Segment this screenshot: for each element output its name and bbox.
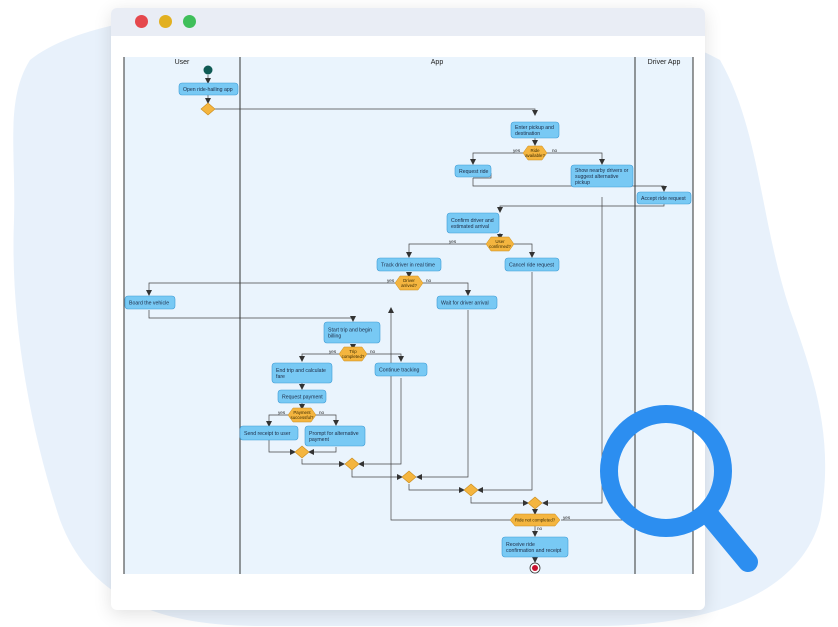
decision-label: Trip [349, 349, 357, 354]
edge-label-no: no [537, 526, 543, 531]
edge-label-no: no [552, 148, 558, 153]
node-label: Wait for driver arrival [441, 300, 489, 306]
node-request-ride: Request ride [454, 164, 492, 178]
lane-title-driver-app: Driver App [648, 59, 681, 66]
node-cancel-request: Cancel ride request [504, 257, 560, 272]
node-label: fare [276, 374, 285, 380]
maximize-window-button[interactable] [183, 15, 196, 28]
node-label: Request payment [282, 394, 323, 400]
node-label: Send receipt to user [244, 431, 291, 437]
edge-label-yes: yes [513, 148, 521, 153]
node-label: destination [515, 131, 540, 137]
end-node [529, 562, 541, 574]
node-label: Track driver in real time [381, 262, 435, 268]
node-label: estimated arrival [451, 224, 489, 230]
node-label: Enter pickup and [515, 125, 554, 131]
merge-diamond [527, 496, 543, 510]
edge-label-no: no [370, 349, 376, 354]
app-window: User App Driver App [111, 8, 705, 610]
activity-diagram: User App Driver App [123, 57, 705, 574]
edge-label-yes: yes [449, 239, 457, 244]
merge-diamond [344, 457, 360, 471]
node-open-app: Open ride-hailing app [178, 82, 239, 96]
title-bar [111, 8, 705, 36]
node-label: Receive ride [506, 542, 535, 548]
lane-title-app: App [431, 59, 444, 66]
node-request-payment: Request payment [277, 389, 327, 404]
node-board-vehicle: Board the vehicle [124, 295, 176, 310]
edge-label-yes: yes [329, 349, 337, 354]
close-window-button[interactable] [135, 15, 148, 28]
decision-label: User [495, 239, 505, 244]
node-label: End trip and calculate [276, 368, 326, 374]
decision-label: confirmed? [489, 244, 511, 249]
edge-label-yes: yes [278, 410, 286, 415]
decision-label: successful? [291, 415, 314, 420]
merge-diamond [294, 445, 310, 459]
node-label: pickup [575, 180, 590, 186]
node-wait-driver: Wait for driver arrival [436, 295, 498, 310]
node-label: Accept ride request [641, 196, 686, 202]
start-node [203, 65, 213, 75]
node-continue-tracking: Continue tracking [374, 362, 428, 377]
node-label: Show nearby drivers or [575, 168, 629, 174]
decision-label: Ride not completed? [515, 518, 556, 523]
node-label: payment [309, 437, 329, 443]
merge-diamond [463, 483, 479, 497]
node-label: Request ride [459, 169, 489, 175]
edge-label-yes: yes [563, 515, 571, 520]
node-label: Continue tracking [379, 367, 419, 373]
node-label: Cancel ride request [509, 262, 555, 268]
edge-label-no: no [319, 410, 325, 415]
edge-label-yes: yes [387, 278, 395, 283]
node-label: Prompt for alternative [309, 431, 359, 437]
decision-label: available? [525, 153, 545, 158]
decision-label: completed? [342, 354, 365, 359]
node-track-driver: Track driver in real time [376, 257, 442, 272]
lane-title-user: User [175, 59, 190, 66]
node-label: confirmation and receipt [506, 548, 562, 554]
decision-label: Driver [403, 278, 415, 283]
node-label: Start trip and begin [328, 327, 372, 333]
node-label: billing [328, 333, 341, 339]
decision-label: Ride [530, 148, 540, 153]
node-label: Open ride-hailing app [183, 87, 233, 93]
minimize-window-button[interactable] [159, 15, 172, 28]
edge-label-no: no [426, 278, 432, 283]
decision-label: arrived? [401, 283, 417, 288]
node-send-receipt: Send receipt to user [239, 425, 299, 441]
merge-diamond [401, 470, 417, 484]
merge-nodes [200, 102, 543, 510]
swimlane-borders [123, 57, 694, 574]
node-label: suggest alternative [575, 174, 619, 180]
decision-ride-not-completed: Ride not completed? [509, 513, 561, 527]
lanes-background [124, 57, 693, 574]
node-accept-request: Accept ride request [636, 191, 692, 205]
decision-label: Payment [293, 410, 311, 415]
merge-diamond [200, 102, 216, 116]
node-label: Confirm driver and [451, 218, 494, 224]
node-label: Board the vehicle [129, 300, 169, 306]
